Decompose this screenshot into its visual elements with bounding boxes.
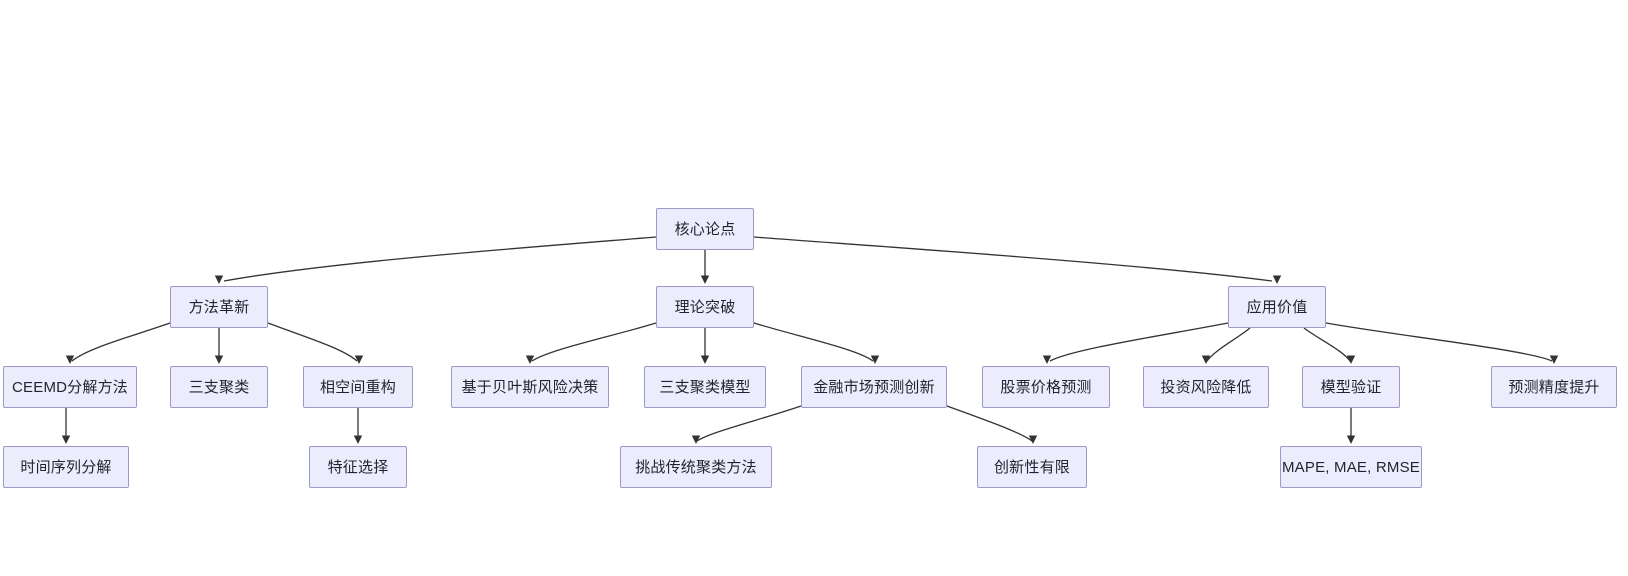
flow-node-stock[interactable]: 股票价格预测 (982, 366, 1110, 408)
arrowhead-icon (700, 355, 710, 364)
flow-node-label: 三支聚类模型 (659, 378, 751, 396)
edge-application-to-stock (1042, 322, 1229, 364)
flow-node-label: 三支聚类 (188, 378, 250, 396)
flow-node-risk[interactable]: 投资风险降低 (1143, 366, 1269, 408)
flow-node-label: CEEMD分解方法 (12, 378, 128, 396)
edge-phase-to-feature (353, 408, 363, 444)
flow-node-ceemd[interactable]: CEEMD分解方法 (3, 366, 137, 408)
edge-theory-to-twmodel (700, 328, 710, 364)
flow-node-validate[interactable]: 模型验证 (1302, 366, 1400, 408)
flow-node-label: 金融市场预测创新 (813, 378, 935, 396)
flow-node-label: 时间序列分解 (20, 458, 112, 476)
edge-theory-to-finance (753, 322, 880, 364)
flow-node-feature[interactable]: 特征选择 (309, 446, 407, 488)
edge-finance-to-limited (946, 405, 1038, 444)
flow-node-theory[interactable]: 理论突破 (656, 286, 754, 328)
flow-node-finance[interactable]: 金融市场预测创新 (801, 366, 947, 408)
arrowhead-icon (214, 275, 224, 284)
flow-node-method[interactable]: 方法革新 (170, 286, 268, 328)
arrowhead-icon (65, 355, 75, 364)
arrowhead-icon (1201, 355, 1211, 364)
edge-validate-to-metrics (1346, 408, 1356, 444)
arrowhead-icon (691, 435, 701, 444)
flow-node-metrics[interactable]: MAPE, MAE, RMSE (1280, 446, 1422, 488)
edge-application-to-risk (1201, 327, 1251, 364)
edge-application-to-accuracy (1325, 322, 1559, 364)
arrowhead-icon (61, 435, 71, 444)
flow-node-label: MAPE, MAE, RMSE (1281, 458, 1421, 476)
arrowhead-icon (353, 435, 363, 444)
arrowhead-icon (700, 275, 710, 284)
edge-core-to-application (753, 236, 1282, 284)
arrowhead-icon (1346, 435, 1356, 444)
flow-node-label: 相空间重构 (319, 378, 396, 396)
arrowhead-icon (354, 355, 364, 364)
flow-node-limited[interactable]: 创新性有限 (977, 446, 1087, 488)
edge-method-to-phase (267, 322, 364, 364)
edge-core-to-theory (700, 250, 710, 284)
flow-node-label: 股票价格预测 (1000, 378, 1092, 396)
arrowhead-icon (214, 355, 224, 364)
flow-node-bayes[interactable]: 基于贝叶斯风险决策 (451, 366, 609, 408)
flow-node-label: 挑战传统聚类方法 (635, 458, 757, 476)
edge-finance-to-challenge (691, 405, 802, 444)
flow-node-label: 投资风险降低 (1160, 378, 1252, 396)
flow-node-threeway[interactable]: 三支聚类 (170, 366, 268, 408)
flow-node-label: 创新性有限 (993, 458, 1070, 476)
flow-node-challenge[interactable]: 挑战传统聚类方法 (620, 446, 772, 488)
flow-node-phase[interactable]: 相空间重构 (303, 366, 413, 408)
arrowhead-icon (1346, 355, 1356, 364)
flow-node-accuracy[interactable]: 预测精度提升 (1491, 366, 1617, 408)
edge-theory-to-bayes (525, 322, 657, 364)
flow-node-label: 方法革新 (188, 298, 250, 316)
flow-node-label: 特征选择 (327, 458, 389, 476)
edge-core-to-method (214, 236, 657, 284)
flow-node-tsdecomp[interactable]: 时间序列分解 (3, 446, 129, 488)
flow-node-label: 基于贝叶斯风险决策 (461, 378, 599, 396)
arrowhead-icon (525, 355, 535, 364)
flow-node-label: 理论突破 (674, 298, 736, 316)
arrowhead-icon (1549, 355, 1559, 364)
flow-node-label: 应用价值 (1246, 298, 1308, 316)
edge-ceemd-to-tsdecomp (61, 408, 71, 444)
flow-node-label: 预测精度提升 (1508, 378, 1600, 396)
flow-node-core[interactable]: 核心论点 (656, 208, 754, 250)
edge-method-to-ceemd (65, 322, 171, 364)
edge-application-to-validate (1303, 327, 1356, 364)
arrowhead-icon (870, 355, 880, 364)
flow-node-label: 模型验证 (1320, 378, 1382, 396)
edge-method-to-threeway (214, 328, 224, 364)
arrowhead-icon (1028, 435, 1038, 444)
flow-node-application[interactable]: 应用价值 (1228, 286, 1326, 328)
arrowhead-icon (1272, 275, 1282, 284)
arrowhead-icon (1042, 355, 1052, 364)
flow-node-twmodel[interactable]: 三支聚类模型 (644, 366, 766, 408)
flow-node-label: 核心论点 (674, 220, 736, 238)
